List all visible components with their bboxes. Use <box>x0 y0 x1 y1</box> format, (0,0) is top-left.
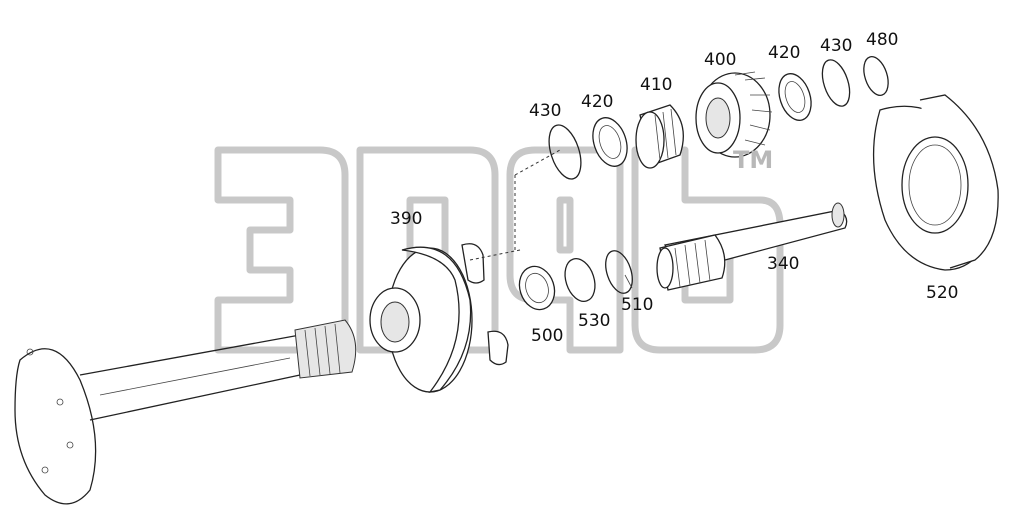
callout-530: 530 <box>578 311 611 331</box>
callout-390: 390 <box>390 209 423 229</box>
assembly-lines <box>469 149 561 261</box>
callout-480: 480 <box>866 30 899 50</box>
callout-520: 520 <box>926 283 959 303</box>
part-480-ring <box>863 56 889 96</box>
callout-500: 500 <box>531 326 564 346</box>
axle-flange <box>14 334 301 505</box>
part-400-gear <box>695 71 773 158</box>
callout-420-right: 420 <box>768 43 801 63</box>
part-520-plate <box>872 94 999 271</box>
part-420-washer-b <box>778 73 812 121</box>
part-500-washer <box>518 265 556 311</box>
watermark-tm: TM <box>733 146 774 174</box>
shaft-splines <box>294 319 357 379</box>
callout-400: 400 <box>704 50 737 70</box>
part-430-ring-a <box>548 124 582 180</box>
leader-510 <box>624 274 633 289</box>
callout-420-left: 420 <box>581 92 614 112</box>
part-420-washer-a <box>592 117 628 167</box>
callout-340: 340 <box>767 254 800 274</box>
callout-510: 510 <box>621 295 654 315</box>
callout-430-left: 430 <box>529 101 562 121</box>
part-390-flange <box>369 243 509 393</box>
part-530-ring <box>564 257 596 303</box>
callout-430-right: 430 <box>820 36 853 56</box>
part-430-ring-b <box>821 59 851 107</box>
part-510-ring <box>605 250 633 294</box>
part-340-shaft <box>656 202 848 291</box>
callout-410: 410 <box>640 75 673 95</box>
part-410-bearing <box>635 104 684 169</box>
